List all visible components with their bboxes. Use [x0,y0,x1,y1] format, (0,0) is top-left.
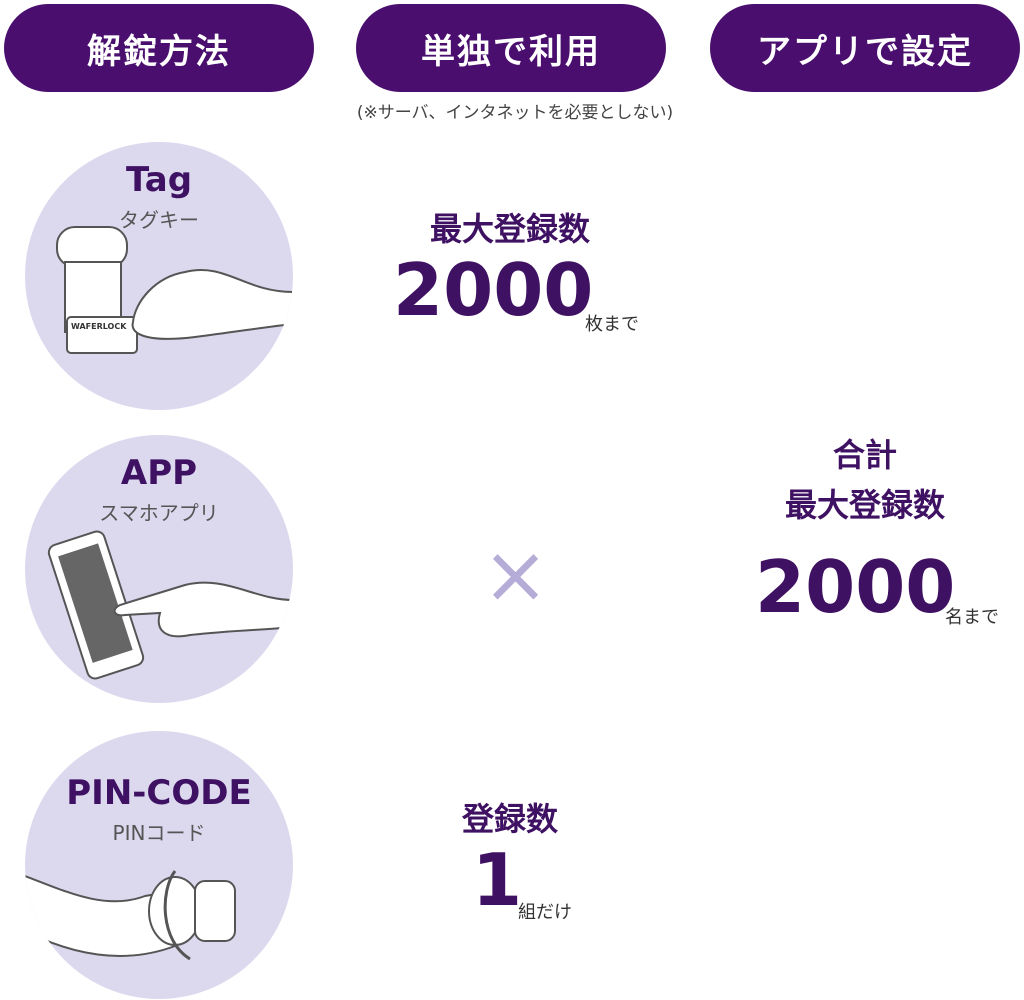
method-app-circle: APP スマホアプリ [25,435,293,703]
app-total-label: 合計 [832,436,897,474]
tag-brand: WAFERLOCK [71,322,127,331]
app-max-unit: 名まで [945,607,999,628]
method-title: Tag [125,160,193,200]
pin-count-unit: 組だけ [518,902,572,923]
app-max-label: 最大登録数 [784,486,945,524]
smartphone-illustration [47,530,293,680]
tag-max-value: 2000 [393,248,594,332]
method-subtitle: スマホアプリ [99,501,219,525]
header-standalone: 単独で利用 [356,4,666,92]
header-app-setting: アプリで設定 [710,4,1020,92]
pin-count-value: 1 [472,838,523,922]
method-subtitle: タグキー [119,208,199,232]
app-max-value: 2000 [755,545,956,629]
tag-max-label: 最大登録数 [429,210,590,248]
method-subtitle: PINコード [112,821,206,845]
not-available-icon: × [482,528,550,621]
method-tag-circle: Tag タグキー WAFERLOCK [25,142,293,410]
pin-count-label: 登録数 [461,800,558,838]
tag-key-illustration [56,226,293,354]
method-title: PIN-CODE [66,773,252,813]
header-unlock-method: 解錠方法 [4,4,314,92]
method-title: APP [120,453,198,493]
standalone-note: (※サーバ、インタネットを必要としない) [356,103,674,123]
pin-keypad-illustration [25,870,236,961]
method-pin-circle: PIN-CODE PINコード [25,731,293,999]
tag-max-unit: 枚まで [585,314,639,335]
